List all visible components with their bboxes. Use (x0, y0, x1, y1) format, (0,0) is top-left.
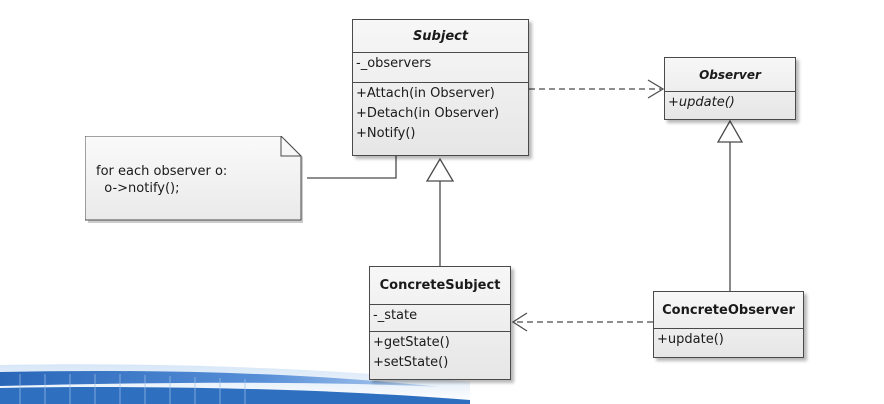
class-concrete-subject[interactable]: ConcreteSubject -_state +getState() +set… (369, 266, 511, 380)
dependency-arrowhead-concrete-subject (511, 312, 528, 332)
operation-item: +Detach(in Observer) (356, 106, 500, 121)
note-line: o->notify(); (96, 181, 180, 196)
class-observer[interactable]: Observer +update() (664, 57, 796, 120)
class-name: ConcreteObserver (654, 292, 803, 329)
operation-item: +setState() (373, 355, 449, 370)
operations-section: +Attach(in Observer) +Detach(in Observer… (353, 83, 528, 146)
class-subject[interactable]: Subject -_observers +Attach(in Observer)… (352, 19, 529, 156)
attributes-section: -_observers (353, 53, 528, 83)
class-name: Subject (353, 20, 528, 53)
generalization-arrowhead-observer (716, 119, 744, 143)
note-line: for each observer o: (96, 164, 228, 179)
note-comment: for each observer o: o->notify(); (85, 136, 307, 226)
operations-section: +update() (665, 92, 795, 115)
note-anchor-line (307, 156, 397, 179)
class-name: ConcreteSubject (370, 267, 510, 305)
generalization-arrowhead-subject (425, 157, 455, 182)
operations-section: +update() (654, 329, 803, 352)
operation-item: +getState() (373, 335, 450, 350)
operations-section: +getState() +setState() (370, 332, 510, 375)
operation-item: +Attach(in Observer) (356, 86, 495, 101)
note-shape (85, 136, 303, 223)
dependency-arrowhead-observer (647, 79, 665, 99)
attributes-section: -_state (370, 305, 510, 332)
note-text: for each observer o: o->notify(); (96, 163, 227, 197)
attribute-item: -_observers (356, 56, 432, 71)
operation-item: +Notify() (356, 126, 416, 141)
attribute-item: -_state (373, 308, 418, 323)
class-name: Observer (665, 58, 795, 92)
class-concrete-observer[interactable]: ConcreteObserver +update() (653, 291, 804, 358)
operation-item: +update() (668, 95, 735, 110)
operation-item: +update() (657, 332, 724, 347)
decorative-banner (0, 364, 470, 404)
